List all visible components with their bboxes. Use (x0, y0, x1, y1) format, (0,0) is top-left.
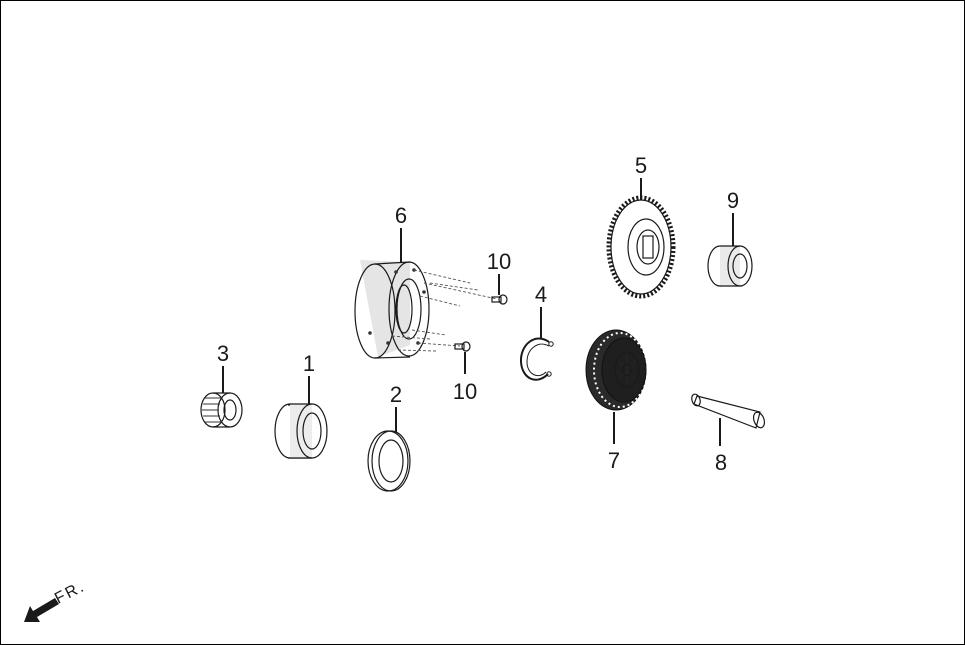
part-4-circlip (519, 337, 554, 381)
callout-7: 7 (608, 448, 620, 473)
part-8-shaft (691, 393, 766, 429)
callout-9: 9 (727, 188, 739, 213)
callout-1: 1 (303, 351, 315, 376)
part-10-bolt-lower (454, 341, 471, 352)
part-10-bolt-upper (491, 294, 508, 305)
callout-10-upper: 10 (487, 249, 511, 274)
part-9-collar (707, 245, 753, 287)
part-6-clutch-outer (354, 260, 430, 359)
part-2-washer (367, 430, 411, 492)
front-direction-indicator: FR. (24, 578, 88, 622)
callout-2: 2 (390, 382, 402, 407)
callout-8: 8 (715, 450, 727, 475)
callout-10-lower: 10 (453, 379, 477, 404)
part-5-driven-gear (606, 195, 676, 299)
part-1-bushing (274, 403, 328, 459)
callout-5: 5 (635, 153, 647, 178)
front-arrow-icon (24, 598, 59, 622)
bolt-alignment-lines (391, 269, 498, 352)
part-7-idle-gear (585, 329, 647, 411)
callout-6: 6 (395, 203, 407, 228)
front-label: FR. (52, 578, 88, 608)
part-3-needle-bearing (200, 392, 243, 428)
callout-3: 3 (217, 341, 229, 366)
callout-4: 4 (535, 282, 547, 307)
